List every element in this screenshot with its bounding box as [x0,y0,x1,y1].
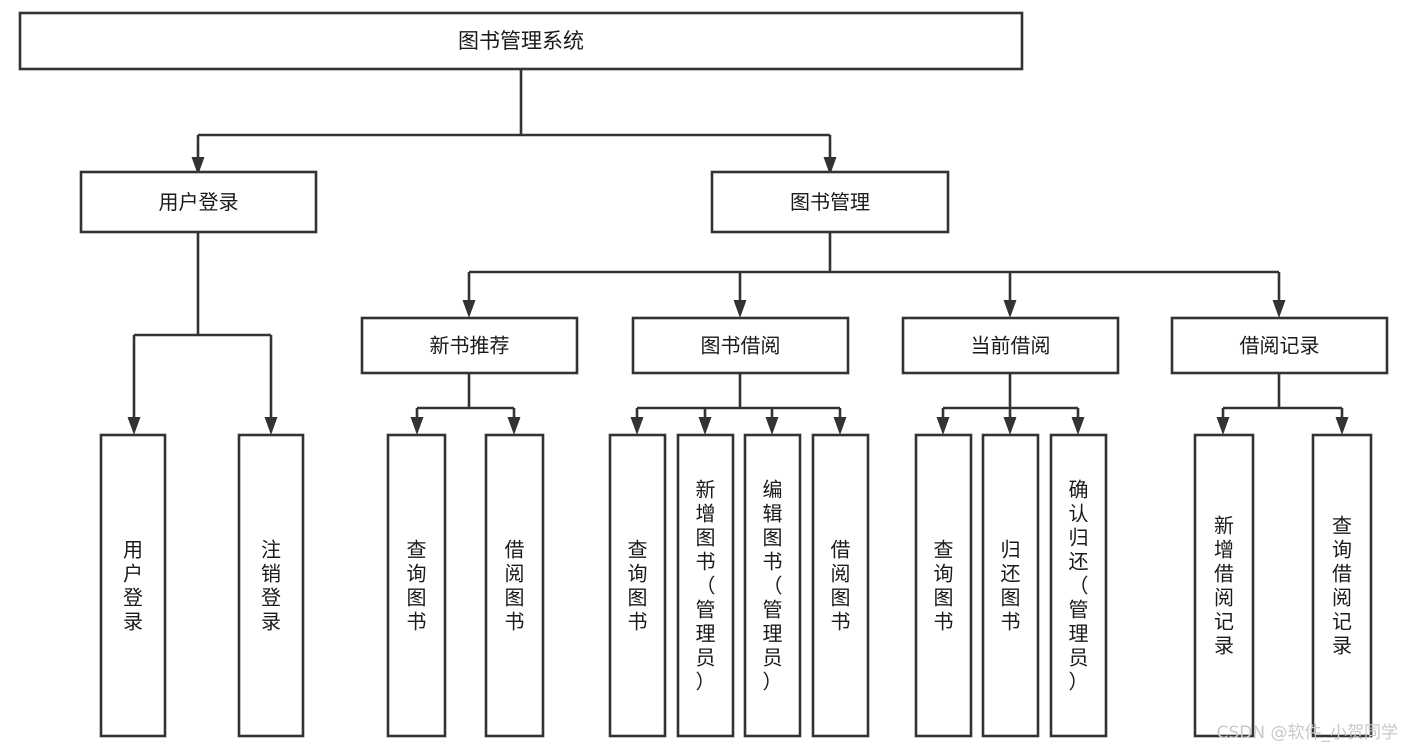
node-book-management[interactable]: 图书管理 [710,170,950,234]
connector-layer [127,69,1349,435]
arrow-head-edge-ul-bus-0 [127,417,141,435]
node-label-leaf-confirm-return: 确认归还（管理员） [1069,478,1089,694]
arrow-head-edge-bm-bus-1 [733,300,747,318]
node-root[interactable]: 图书管理系统 [18,11,1024,71]
node-box-leaf-query-record [1311,433,1373,738]
node-book-borrow[interactable]: 图书借阅 [631,316,850,375]
node-label-new-book-recommend: 新书推荐 [430,334,510,358]
node-box-leaf-user-login [99,433,167,738]
node-borrow-record[interactable]: 借阅记录 [1170,316,1389,375]
node-leaf-query-record[interactable]: 查询借阅记录 [1311,433,1373,738]
node-label-leaf-borrow-book-1: 借阅图书 [505,538,525,634]
node-new-book-recommend[interactable]: 新书推荐 [360,316,579,375]
connector-edge-nbr-bus [410,373,521,435]
node-label-leaf-user-login: 用户登录 [123,538,143,634]
connector-edge-cb-bus [936,373,1085,435]
node-box-leaf-query-book-2 [608,433,667,738]
node-leaf-borrow-book-2[interactable]: 借阅图书 [811,433,870,738]
node-leaf-user-login[interactable]: 用户登录 [99,433,167,738]
arrow-head-edge-bm-bus-2 [1003,300,1017,318]
node-label-borrow-record: 借阅记录 [1240,334,1320,358]
node-box-leaf-borrow-book-2 [811,433,870,738]
arrow-head-edge-root-bus-1 [823,157,837,175]
node-box-borrow-record [1170,316,1389,375]
node-box-leaf-query-book-3 [914,433,973,738]
node-label-leaf-edit-book: 编辑图书（管理员） [763,478,783,694]
node-label-leaf-query-record: 查询借阅记录 [1332,514,1352,658]
node-leaf-query-book-1[interactable]: 查询图书 [386,433,447,738]
connector-edge-ul-bus [127,232,278,435]
arrow-head-edge-bm-bus-0 [462,300,476,318]
node-label-leaf-query-book-3: 查询图书 [934,538,954,634]
arrow-head-edge-br-bus-0 [1216,417,1230,435]
arrow-head-edge-bb-bus-1 [698,417,712,435]
node-label-leaf-query-book-2: 查询图书 [628,538,648,634]
node-label-book-borrow: 图书借阅 [701,334,781,358]
node-label-book-management: 图书管理 [790,190,870,214]
node-label-leaf-return-book: 归还图书 [1001,538,1021,634]
connector-edge-root-bus [191,69,837,175]
node-leaf-user-logout[interactable]: 注销登录 [237,433,305,738]
node-label-leaf-borrow-book-2: 借阅图书 [831,538,851,634]
node-label-leaf-add-record: 新增借阅记录 [1214,514,1234,658]
arrow-head-edge-root-bus-0 [191,157,205,175]
node-box-new-book-recommend [360,316,579,375]
arrow-head-edge-bb-bus-0 [630,417,644,435]
node-leaf-confirm-return[interactable]: 确认归还（管理员） [1049,433,1108,738]
arrow-head-edge-bb-bus-3 [833,417,847,435]
csdn-watermark: CSDN @软件_小贺同学 [1217,723,1398,743]
node-box-leaf-return-book [981,433,1040,738]
node-label-leaf-add-book: 新增图书（管理员） [696,478,716,694]
node-user-login[interactable]: 用户登录 [79,170,318,234]
node-label-root: 图书管理系统 [458,29,584,53]
node-box-user-login [79,170,318,234]
node-box-leaf-add-record [1193,433,1255,738]
arrow-head-edge-cb-bus-2 [1071,417,1085,435]
connector-edge-br-bus [1216,373,1349,435]
node-leaf-edit-book[interactable]: 编辑图书（管理员） [743,433,802,738]
connector-edge-bm-bus [462,232,1286,318]
node-box-leaf-edit-book [743,433,802,738]
node-box-leaf-query-book-1 [386,433,447,738]
node-box-current-borrow [901,316,1120,375]
node-box-book-borrow [631,316,850,375]
arrow-head-edge-nbr-bus-1 [507,417,521,435]
node-box-root [18,11,1024,71]
node-label-user-login: 用户登录 [159,190,239,214]
node-leaf-add-record[interactable]: 新增借阅记录 [1193,433,1255,738]
node-leaf-return-book[interactable]: 归还图书 [981,433,1040,738]
node-box-leaf-add-book [676,433,735,738]
node-layer: 图书管理系统用户登录图书管理新书推荐图书借阅当前借阅借阅记录用户登录注销登录查询… [18,11,1389,738]
arrow-head-edge-br-bus-1 [1335,417,1349,435]
arrow-head-edge-cb-bus-0 [936,417,950,435]
connector-edge-bb-bus [630,373,847,435]
arrow-head-edge-bm-bus-3 [1272,300,1286,318]
node-label-leaf-user-logout: 注销登录 [261,538,281,634]
node-box-book-management [710,170,950,234]
arrow-head-edge-ul-bus-1 [264,417,278,435]
node-label-leaf-query-book-1: 查询图书 [407,538,427,634]
arrow-head-edge-nbr-bus-0 [410,417,424,435]
arrow-head-edge-cb-bus-1 [1003,417,1017,435]
node-leaf-borrow-book-1[interactable]: 借阅图书 [484,433,545,738]
node-leaf-add-book[interactable]: 新增图书（管理员） [676,433,735,738]
node-leaf-query-book-2[interactable]: 查询图书 [608,433,667,738]
node-current-borrow[interactable]: 当前借阅 [901,316,1120,375]
node-label-current-borrow: 当前借阅 [971,334,1051,358]
node-box-leaf-confirm-return [1049,433,1108,738]
arrow-head-edge-bb-bus-2 [765,417,779,435]
node-box-leaf-user-logout [237,433,305,738]
node-leaf-query-book-3[interactable]: 查询图书 [914,433,973,738]
node-box-leaf-borrow-book-1 [484,433,545,738]
